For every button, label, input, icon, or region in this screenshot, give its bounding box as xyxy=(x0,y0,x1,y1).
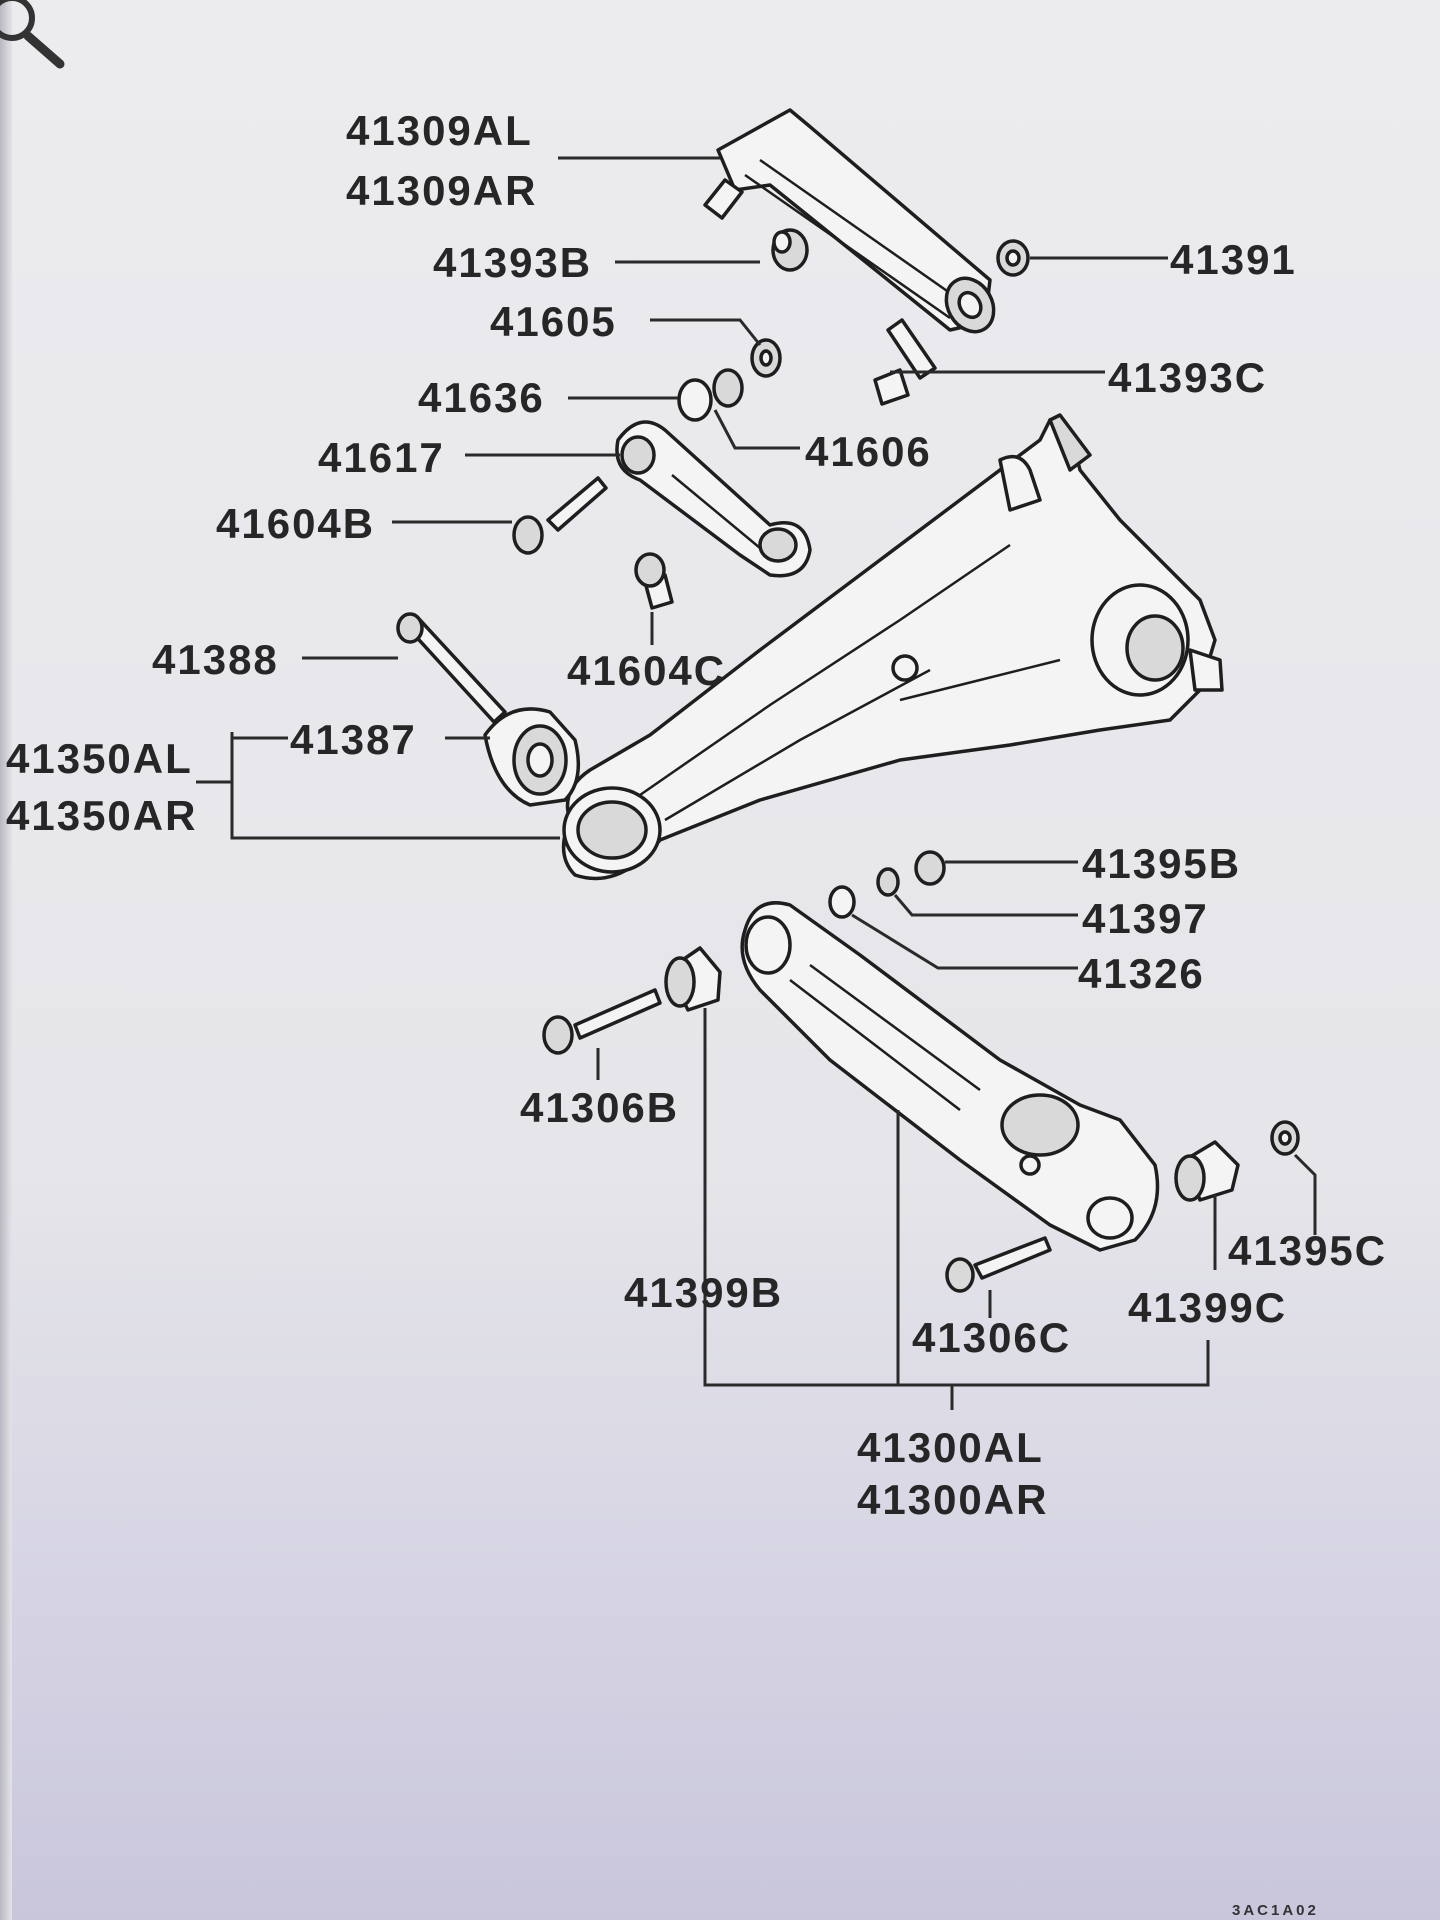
nut-41391 xyxy=(996,239,1030,277)
label-41399C[interactable]: 41399C xyxy=(1128,1284,1287,1331)
label-41399B[interactable]: 41399B xyxy=(624,1269,783,1316)
bolt-41393C xyxy=(873,318,937,406)
label-41309AL[interactable]: 41309AL xyxy=(346,107,533,154)
label-41605[interactable]: 41605 xyxy=(490,298,617,345)
trailing-arm-41350 xyxy=(561,413,1224,881)
toe-link-41617 xyxy=(615,420,812,578)
bushing-41387 xyxy=(483,707,581,807)
bushings-41636-41606 xyxy=(677,368,744,422)
washer-41605 xyxy=(750,338,782,378)
label-41300AL[interactable]: 41300AL xyxy=(857,1424,1044,1471)
label-41604C[interactable]: 41604C xyxy=(567,647,726,694)
lower-arm-41300 xyxy=(740,901,1160,1252)
monitor-bezel-edge xyxy=(0,0,12,1920)
label-41606[interactable]: 41606 xyxy=(805,428,932,475)
part-labels: 41309AL 41309AR 41393B 41391 41605 41393… xyxy=(6,107,1387,1919)
label-41350AR[interactable]: 41350AR xyxy=(6,792,197,839)
bolt-41306B xyxy=(542,988,662,1055)
label-41388[interactable]: 41388 xyxy=(152,636,279,683)
label-41617[interactable]: 41617 xyxy=(318,434,445,481)
bolt-41306C xyxy=(945,1236,1052,1293)
label-41326[interactable]: 41326 xyxy=(1078,950,1205,997)
bushing-41399C xyxy=(1174,1140,1240,1202)
washers-41326-41397-41395B xyxy=(828,850,946,919)
bolt-41604B xyxy=(512,476,608,555)
label-41387[interactable]: 41387 xyxy=(290,716,417,763)
bushing-41399B xyxy=(664,946,722,1012)
label-41393C[interactable]: 41393C xyxy=(1108,354,1267,401)
upper-arm-41309 xyxy=(703,108,996,334)
nut-41395C xyxy=(1270,1120,1300,1156)
label-41636[interactable]: 41636 xyxy=(418,374,545,421)
bolt-41604C xyxy=(634,552,674,610)
label-41397[interactable]: 41397 xyxy=(1082,895,1209,942)
label-41306C[interactable]: 41306C xyxy=(912,1314,1071,1361)
label-41350AL[interactable]: 41350AL xyxy=(6,735,193,782)
label-41306B[interactable]: 41306B xyxy=(520,1084,679,1131)
bolt-41388 xyxy=(396,612,507,724)
bushing-41393B xyxy=(771,228,809,272)
magnifier-icon[interactable] xyxy=(0,0,65,69)
leader-lines xyxy=(196,156,1317,1410)
label-41395B[interactable]: 41395B xyxy=(1082,840,1241,887)
label-41391[interactable]: 41391 xyxy=(1170,236,1297,283)
label-41395C[interactable]: 41395C xyxy=(1228,1227,1387,1274)
label-41309AR[interactable]: 41309AR xyxy=(346,167,537,214)
figure-code: 3AC1A02 xyxy=(1232,1902,1319,1919)
label-41393B[interactable]: 41393B xyxy=(433,239,592,286)
label-41604B[interactable]: 41604B xyxy=(216,500,375,547)
label-41300AR[interactable]: 41300AR xyxy=(857,1476,1048,1523)
